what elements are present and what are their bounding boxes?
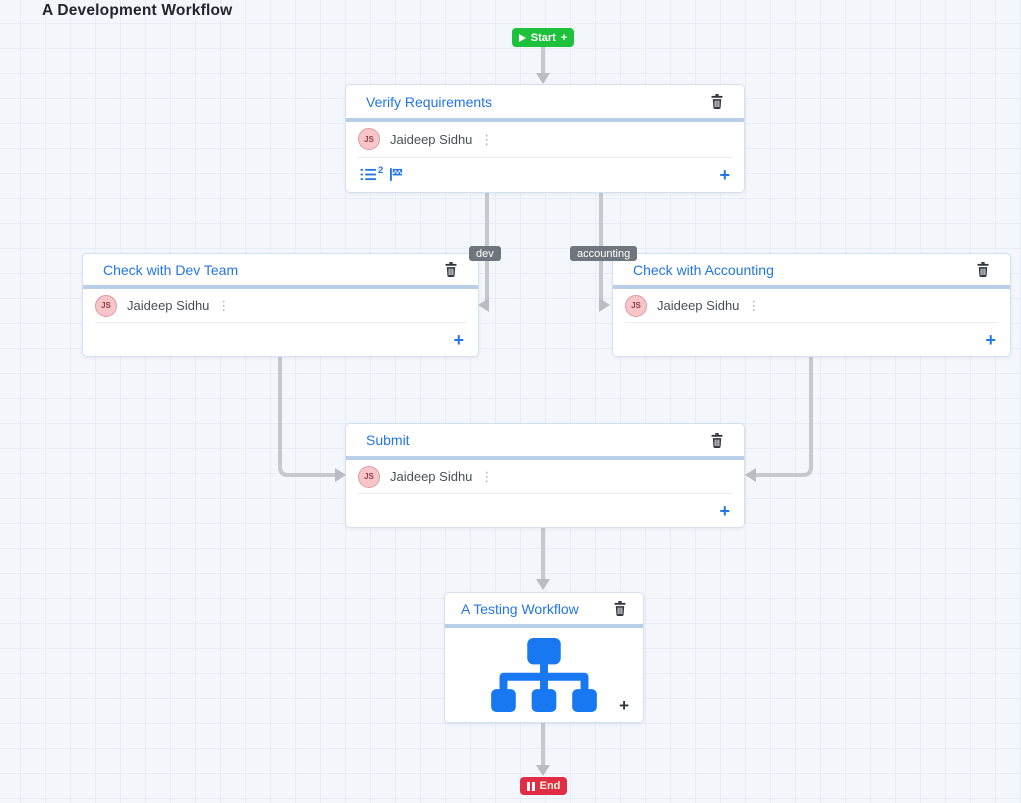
- card-title[interactable]: Verify Requirements: [366, 93, 493, 110]
- assignee-name: Jaideep Sidhu: [127, 298, 210, 313]
- card-footer: +: [83, 323, 478, 356]
- card-header: Check with Dev Team: [83, 254, 478, 289]
- assignee-row: JS Jaideep Sidhu ⋮: [83, 289, 478, 322]
- row-divider: [358, 156, 732, 158]
- card-header: Submit: [346, 424, 744, 460]
- assignee-name: Jaideep Sidhu: [390, 469, 473, 484]
- card-header: Check with Accounting: [613, 254, 1010, 289]
- subworkflow-card-testing[interactable]: A Testing Workflow +: [444, 592, 644, 723]
- card-header: A Testing Workflow: [445, 593, 643, 628]
- assignee-name: Jaideep Sidhu: [657, 298, 740, 313]
- trash-icon[interactable]: [710, 94, 724, 109]
- card-body: JS Jaideep Sidhu ⋮ +: [613, 289, 1010, 356]
- branch-label-accounting[interactable]: accounting: [570, 246, 638, 261]
- kebab-menu-icon[interactable]: ⋮: [480, 131, 494, 147]
- task-card-check-accounting[interactable]: Check with Accounting JS Jaideep Sidhu ⋮…: [612, 253, 1011, 357]
- start-badge[interactable]: Start +: [512, 28, 574, 47]
- row-divider: [358, 493, 732, 494]
- card-footer: +: [346, 494, 744, 527]
- task-card-check-dev-team[interactable]: Check with Dev Team JS Jaideep Sidhu ⋮ +: [82, 253, 479, 357]
- subtasks-icon[interactable]: 2: [360, 165, 384, 181]
- card-body: +: [445, 628, 643, 722]
- card-title[interactable]: A Testing Workflow: [461, 600, 579, 617]
- card-body: JS Jaideep Sidhu ⋮ 2 +: [346, 122, 744, 192]
- play-icon: [518, 33, 526, 42]
- trash-icon[interactable]: [444, 262, 458, 277]
- end-label: End: [539, 780, 561, 792]
- kebab-menu-icon[interactable]: ⋮: [480, 469, 494, 484]
- assignee-avatar[interactable]: JS: [358, 128, 380, 151]
- start-label: Start: [530, 31, 556, 44]
- task-card-submit[interactable]: Submit JS Jaideep Sidhu ⋮ +: [345, 423, 745, 528]
- assignee-name: Jaideep Sidhu: [390, 131, 473, 147]
- row-divider: [95, 322, 466, 323]
- trash-icon[interactable]: [710, 432, 724, 448]
- page-title: A Development Workflow: [42, 2, 233, 19]
- card-title[interactable]: Check with Dev Team: [103, 261, 239, 278]
- stop-icon: [526, 781, 535, 791]
- assignee-avatar[interactable]: JS: [358, 465, 380, 488]
- task-card-verify-requirements[interactable]: Verify Requirements JS Jaideep Sidhu ⋮ 2: [345, 84, 745, 193]
- card-title[interactable]: Check with Accounting: [633, 261, 774, 278]
- assignee-row: JS Jaideep Sidhu ⋮: [346, 460, 744, 493]
- assignee-avatar[interactable]: JS: [95, 294, 117, 317]
- kebab-menu-icon[interactable]: ⋮: [217, 298, 231, 313]
- assignee-row: JS Jaideep Sidhu ⋮: [613, 289, 1010, 322]
- card-body: JS Jaideep Sidhu ⋮ +: [83, 289, 478, 356]
- assignee-row: JS Jaideep Sidhu ⋮: [346, 122, 744, 157]
- card-footer: +: [613, 323, 1010, 356]
- subtask-count: 2: [378, 165, 384, 177]
- add-step-button[interactable]: +: [453, 329, 464, 350]
- add-step-button[interactable]: +: [985, 329, 996, 350]
- start-add-step-button[interactable]: +: [560, 31, 568, 44]
- card-body: JS Jaideep Sidhu ⋮ +: [346, 460, 744, 527]
- card-title[interactable]: Submit: [366, 432, 410, 448]
- card-header: Verify Requirements: [346, 85, 744, 122]
- branch-label-dev[interactable]: dev: [469, 246, 501, 261]
- sitemap-icon: [445, 628, 643, 722]
- kebab-menu-icon[interactable]: ⋮: [747, 298, 761, 313]
- milestone-flag-icon[interactable]: [390, 168, 403, 182]
- trash-icon[interactable]: [613, 601, 627, 616]
- add-step-button[interactable]: +: [619, 696, 629, 715]
- card-footer: 2 +: [346, 158, 744, 193]
- add-step-button[interactable]: +: [719, 500, 730, 521]
- row-divider: [625, 322, 998, 323]
- assignee-avatar[interactable]: JS: [625, 294, 647, 317]
- end-badge[interactable]: End: [520, 777, 567, 795]
- trash-icon[interactable]: [976, 262, 990, 277]
- add-step-button[interactable]: +: [719, 164, 730, 185]
